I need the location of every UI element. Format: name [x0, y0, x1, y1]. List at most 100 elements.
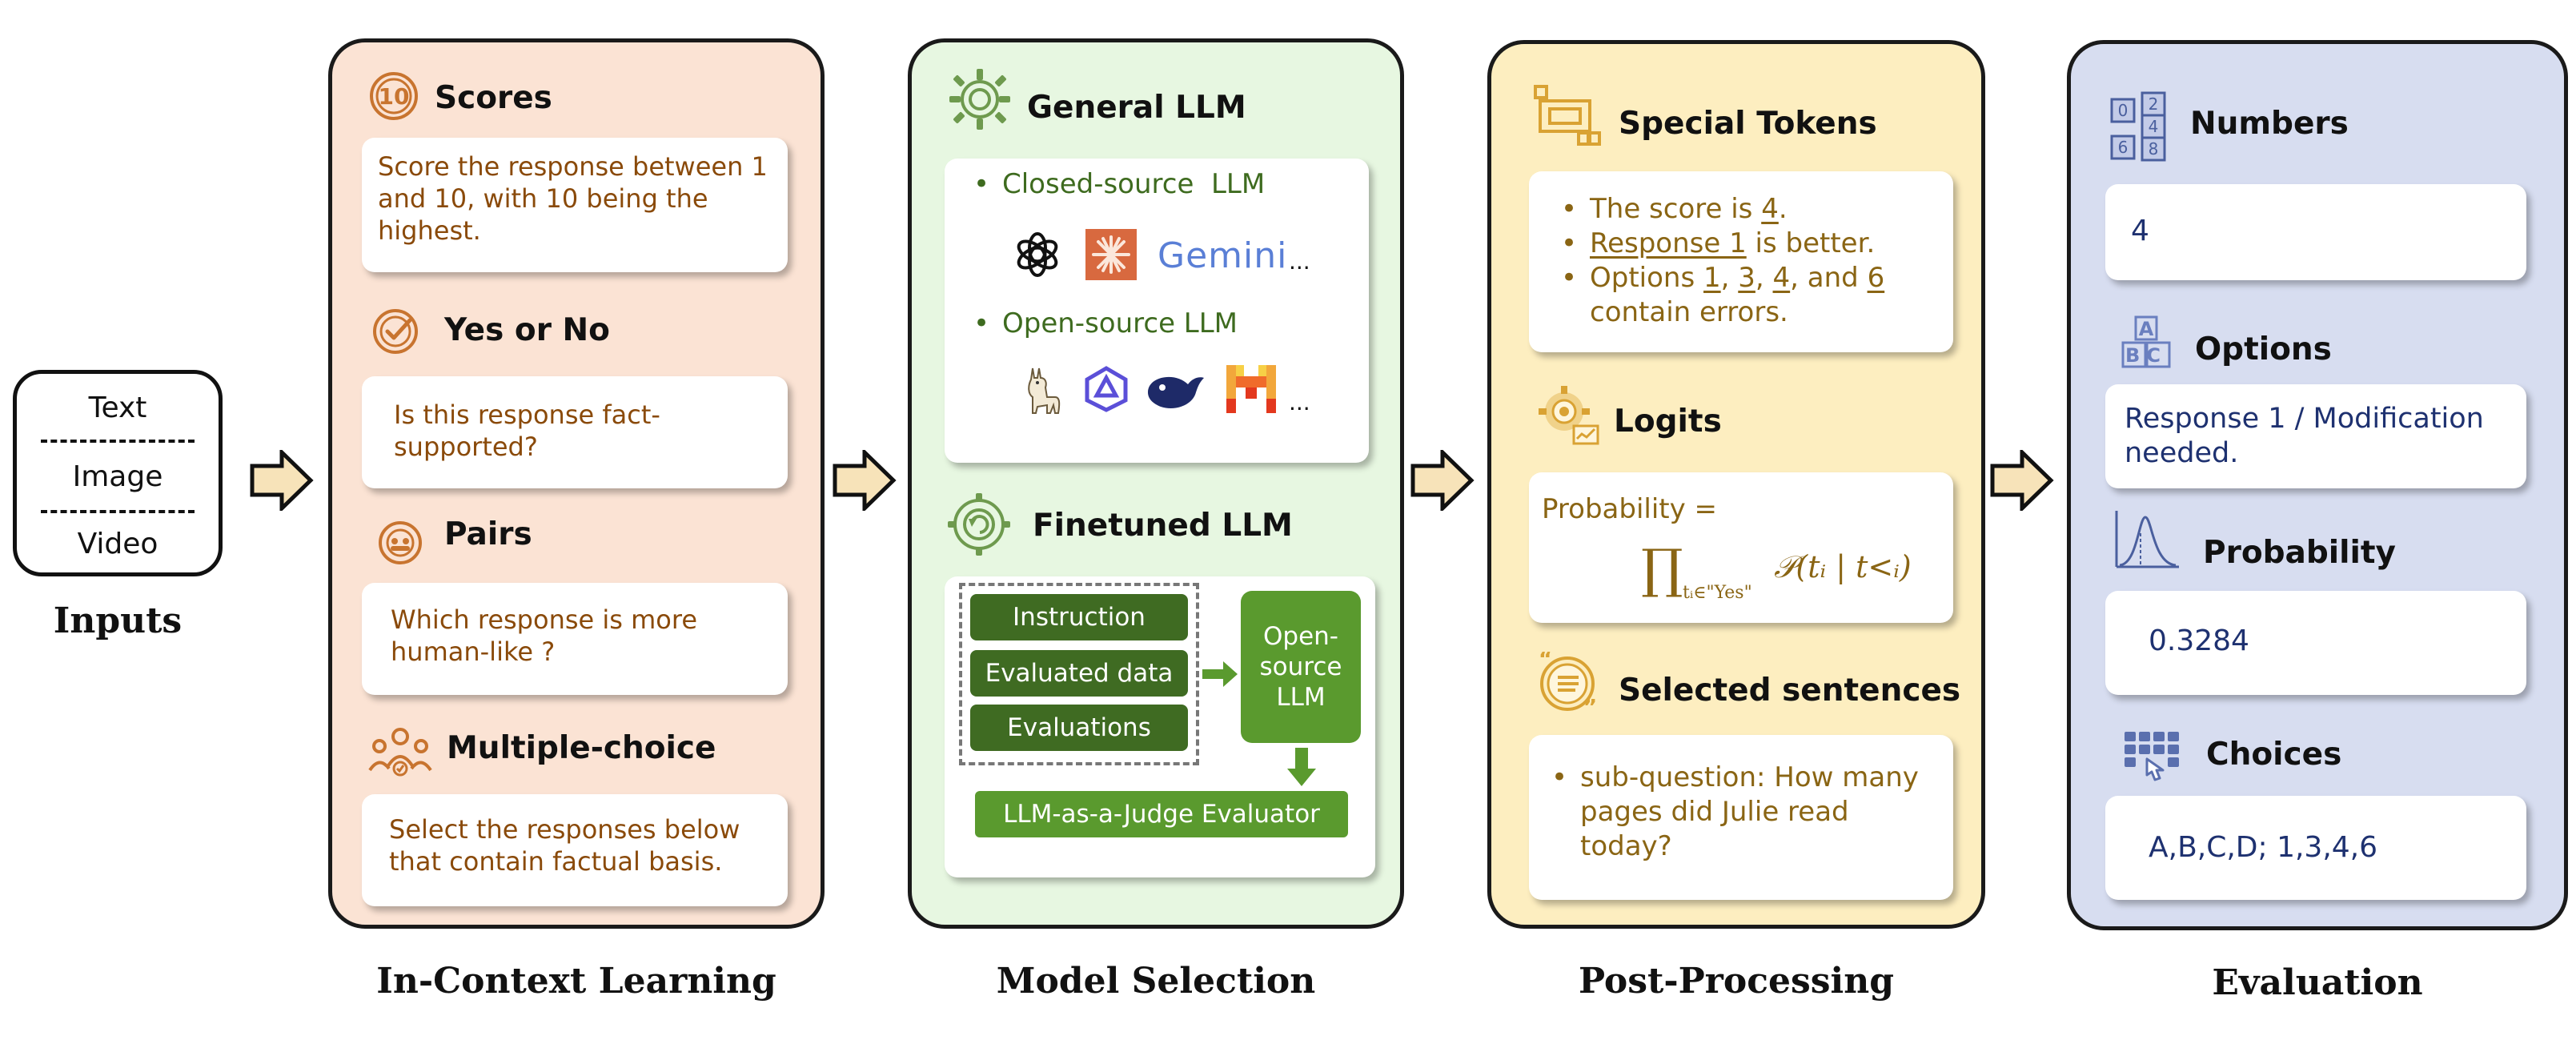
options-value: Response 1 / Modification needed. [2125, 403, 2484, 469]
input-type-video: Video [77, 528, 158, 560]
scores-title: Scores [435, 80, 552, 116]
finetuned-llm-card: Instruction Evaluated data Evaluations O… [945, 576, 1375, 877]
arrow-right-icon [1990, 450, 2054, 511]
open-source-llm-box: Open-source LLM [1241, 591, 1361, 743]
numbers-value: 4 [2131, 215, 2149, 247]
svg-text:6: 6 [2118, 138, 2129, 157]
pairs-icon [379, 521, 422, 564]
numbers-icon: 0 2 4 6 8 [2110, 91, 2166, 162]
choices-keyboard-icon [2125, 732, 2179, 781]
gemini-logo: Gemini [1158, 235, 1288, 276]
pairs-card: Which response is more human-like ? [362, 583, 788, 695]
closed-source-text: Closed-source LLM [1002, 168, 1266, 200]
yes-or-no-title: Yes or No [444, 312, 610, 348]
special-tokens-card: The score is 4. Response 1 is better. Op… [1529, 171, 1953, 352]
svg-text:BC: BC [2125, 344, 2167, 367]
product-subscript: tᵢ∈"Yes" [1683, 583, 1752, 603]
yes-or-no-text: Is this response fact-supported? [394, 400, 660, 462]
multiple-choice-title: Multiple-choice [447, 730, 716, 766]
open-source-text: Open-source LLM [1002, 307, 1238, 339]
probability-card: 0.3284 [2105, 591, 2526, 695]
probability-formula: ∏ tᵢ∈"Yes" 𝒫(tᵢ | t<ᵢ) [1641, 541, 1945, 613]
special-tokens-title: Special Tokens [1619, 106, 1877, 142]
ellipsis: ... [1289, 248, 1310, 275]
quote-icon: “ ” [1539, 652, 1597, 716]
evaluator-box: LLM-as-a-Judge Evaluator [975, 791, 1348, 837]
arrow-right-icon [833, 450, 897, 511]
options-title: Options [2195, 331, 2332, 367]
multiple-choice-text: Select the responses below that contain … [389, 814, 740, 877]
arrow-down-icon [1287, 748, 1316, 786]
deepseek-logo-icon [1148, 376, 1204, 408]
svg-text:4: 4 [2149, 117, 2159, 136]
score-ten-icon: 10 [370, 72, 418, 120]
svg-text:10: 10 [379, 83, 410, 110]
evaluations-box: Evaluations [970, 705, 1188, 751]
pairs-text: Which response is more human-like ? [391, 604, 697, 667]
gear-icon [949, 69, 1010, 130]
selected-sentences-list: sub-question: How many pages did Julie r… [1535, 761, 1944, 864]
general-llm-card: • Closed-source LLM Gemini ... • Open-so… [945, 159, 1369, 463]
mistral-logo-icon [1226, 365, 1276, 413]
input-type-image: Image [72, 460, 163, 493]
ellipsis: ... [1289, 389, 1310, 416]
training-data-group [959, 583, 1199, 765]
llama-logo-icon [1028, 367, 1061, 414]
choices-value: A,B,C,D; 1,3,4,6 [2149, 831, 2378, 864]
multiple-choice-card: Select the responses below that contain … [362, 794, 788, 906]
svg-text:0: 0 [2118, 101, 2129, 120]
claude-logo-icon [1085, 229, 1137, 280]
abc-blocks-icon: A BC [2121, 315, 2171, 368]
special-tokens-list: The score is 4. Response 1 is better. Op… [1545, 192, 1945, 330]
check-badge-icon [373, 309, 418, 354]
svg-text:“: “ [1539, 652, 1552, 672]
list-item: Response 1 is better. [1545, 227, 1945, 261]
probability-title: Probability [2203, 535, 2396, 571]
finetuned-llm-title: Finetuned LLM [1033, 508, 1293, 544]
svg-text:2: 2 [2149, 94, 2159, 114]
choices-card: A,B,C,D; 1,3,4,6 [2105, 796, 2526, 900]
divider [41, 510, 195, 513]
evaluated-data-box: Evaluated data [970, 650, 1188, 697]
yes-or-no-card: Is this response fact-supported? [362, 376, 788, 488]
post-caption: Post-Processing [1578, 961, 1895, 1002]
selected-sentences-card: sub-question: How many pages did Julie r… [1529, 735, 1953, 900]
open-source-llm-label: Open-source LLM [1259, 622, 1342, 712]
product-symbol: ∏ [1641, 538, 1683, 600]
numbers-title: Numbers [2190, 106, 2349, 142]
list-item: sub-question: How many pages did Julie r… [1535, 761, 1944, 864]
choices-title: Choices [2206, 737, 2342, 773]
icl-caption: In-Context Learning [376, 961, 776, 1002]
instruction-box: Instruction [970, 594, 1188, 640]
numbers-card: 4 [2105, 184, 2526, 280]
model-caption: Model Selection [996, 961, 1316, 1002]
probability-value: 0.3284 [2149, 624, 2249, 657]
svg-text:8: 8 [2149, 139, 2159, 159]
probability-curve-icon [2115, 511, 2179, 568]
general-llm-title: General LLM [1027, 90, 1246, 126]
list-item: Options 1, 3, 4, and 6 contain errors. [1545, 261, 1945, 330]
inputs-caption: Inputs [53, 600, 183, 641]
probability-expression: 𝒫(tᵢ | t<ᵢ) [1774, 549, 1912, 584]
list-item: The score is 4. [1545, 192, 1945, 227]
special-tokens-icon [1534, 85, 1601, 146]
qwen-logo-icon [1085, 366, 1128, 412]
arrow-right-icon [250, 450, 314, 511]
openai-logo-icon [1017, 232, 1058, 277]
evaluation-caption: Evaluation [2212, 962, 2423, 1003]
finetune-gear-icon [948, 493, 1010, 556]
multiple-choice-icon [368, 728, 432, 777]
svg-text:”: ” [1583, 696, 1597, 716]
probability-label: Probability = [1542, 493, 1718, 525]
arrow-right-icon [1410, 450, 1475, 511]
options-card: Response 1 / Modification needed. [2105, 384, 2526, 488]
logits-card: Probability = ∏ tᵢ∈"Yes" 𝒫(tᵢ | t<ᵢ) [1529, 472, 1953, 623]
scores-card: Score the response between 1 and 10, wit… [362, 138, 788, 272]
selected-sentences-title: Selected sentences [1619, 673, 1961, 709]
divider [41, 440, 195, 443]
arrow-right-icon [1202, 661, 1238, 687]
closed-source-label: • Closed-source LLM [973, 168, 1266, 200]
logits-title: Logits [1614, 404, 1722, 440]
logits-gear-icon [1539, 386, 1599, 445]
input-type-text: Text [88, 391, 147, 424]
